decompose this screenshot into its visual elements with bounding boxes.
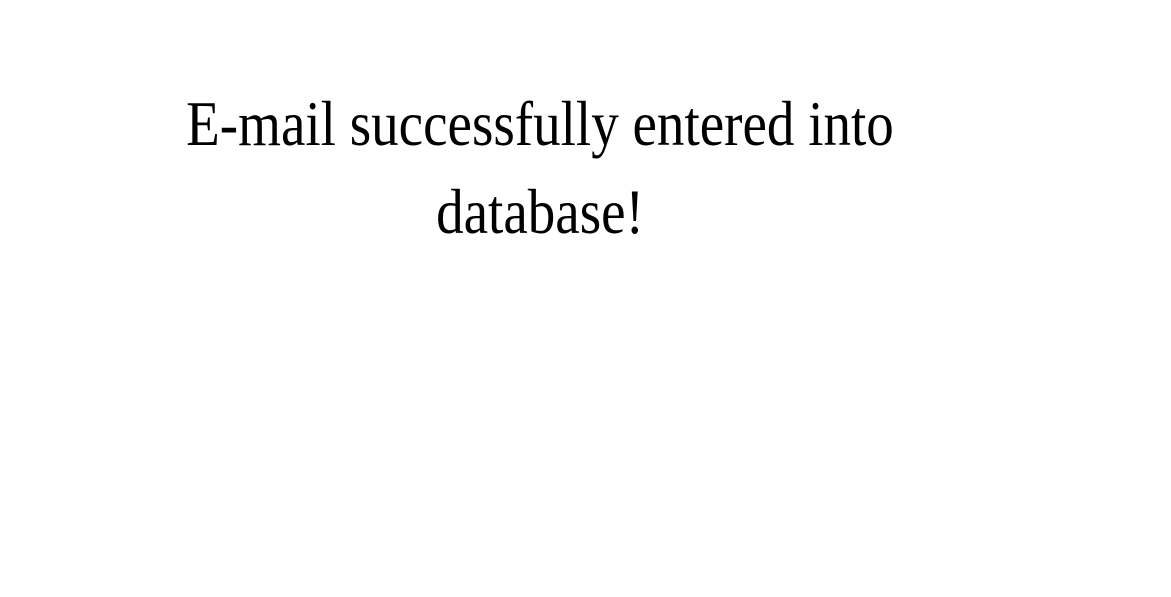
success-message: E-mail successfully entered into databas… (186, 88, 894, 247)
